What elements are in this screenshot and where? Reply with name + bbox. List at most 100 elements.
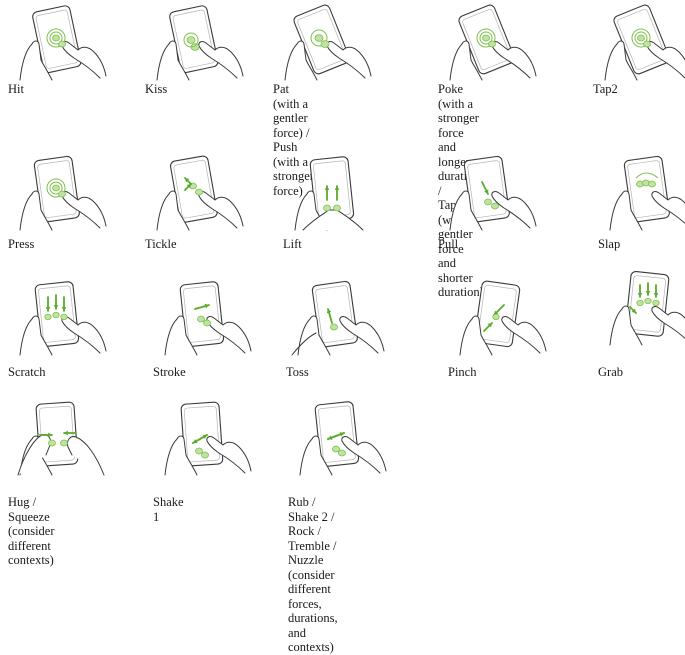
phone-group	[179, 281, 225, 347]
gesture-label: Slap	[598, 237, 621, 251]
impact-ring	[479, 31, 493, 45]
gesture-label: Press	[8, 237, 35, 251]
fingertip-contact	[197, 315, 205, 323]
hand-kiss-icon	[156, 5, 244, 81]
green-arrow-head	[324, 186, 330, 190]
green-arrow-head	[487, 323, 492, 328]
gesture-label: Pull	[438, 237, 459, 251]
fingertip-contact	[332, 445, 340, 453]
lifting-hand	[302, 209, 364, 231]
fingertip-contact	[648, 180, 656, 188]
green-arrow-head	[631, 308, 636, 313]
gesture-label: Shake 1	[153, 495, 184, 524]
green-arrow-head	[645, 291, 651, 295]
phone-screen	[627, 160, 667, 219]
phone-screen	[318, 405, 356, 463]
fingertip-contact	[58, 40, 66, 48]
fingertip-contact	[338, 449, 346, 457]
fingertip-contact	[52, 311, 60, 319]
acting-hand	[198, 41, 244, 79]
green-arrow-head	[494, 310, 499, 315]
hand-stroke-icon	[164, 281, 252, 356]
holding-hand	[299, 435, 333, 476]
hand-toss-icon	[291, 280, 385, 356]
holding-hand	[164, 315, 198, 356]
fingertip-contact	[44, 313, 52, 321]
hand-pull-icon	[449, 155, 537, 231]
gesture-label: Hug / Squeeze (consider different contex…	[8, 495, 55, 567]
fingertip-contact	[320, 40, 330, 48]
fingertip-contact	[330, 323, 338, 331]
green-arrow-head	[48, 432, 52, 438]
hand-tap-icon	[604, 4, 685, 81]
fingertip-contact	[637, 34, 645, 42]
green-arrow-head	[61, 307, 67, 311]
fingertip-contact	[488, 40, 496, 48]
acting-hand	[651, 306, 685, 339]
holding-finger	[291, 332, 317, 356]
acting-hand	[501, 316, 547, 354]
phone-screen	[183, 405, 220, 463]
hand-scratch-icon	[19, 281, 107, 356]
phone-screen	[297, 8, 347, 70]
phone-screen	[315, 285, 355, 344]
holding-hand	[459, 315, 493, 356]
fingertip-contact	[195, 447, 203, 455]
green-arrow-head	[637, 293, 643, 297]
green-arrow-head	[185, 178, 190, 183]
holding-hand	[297, 315, 331, 356]
impact-ring	[49, 181, 63, 195]
fingertip-contact	[203, 319, 211, 327]
phone-screen	[173, 159, 215, 219]
phone-screen	[617, 8, 667, 70]
fingertip-contact	[644, 297, 652, 305]
hand-rub-icon	[299, 401, 387, 476]
green-arrow-head	[64, 430, 68, 436]
fingertip-contact	[52, 34, 60, 42]
fingertip-contact	[186, 36, 196, 44]
fingertip-contact	[491, 202, 499, 210]
acting-hand	[206, 316, 252, 354]
acting-hand	[326, 41, 372, 79]
impact-ring	[631, 28, 651, 48]
phone-screen	[183, 285, 221, 343]
acting-hand	[651, 191, 685, 224]
green-arrow-head	[45, 307, 51, 311]
holding-hand	[19, 190, 53, 231]
gesture-label: Grab	[598, 365, 623, 379]
fingertip-contact	[60, 439, 68, 447]
fingertip-contact	[58, 190, 66, 198]
hand-lift-icon	[294, 156, 364, 231]
fingertip-contact	[201, 451, 209, 459]
hand-hug-icon	[17, 401, 105, 476]
gesture-label: Rub / Shake 2 / Rock / Tremble / Nuzzle …	[288, 495, 338, 654]
holding-hand	[19, 315, 53, 356]
fingertip-contact	[52, 184, 60, 192]
impact-ring	[49, 31, 63, 45]
acting-hand	[341, 436, 387, 474]
acting-hand	[339, 316, 385, 354]
phone-outline	[180, 401, 224, 467]
hand-shake-icon	[164, 401, 252, 476]
green-arrow-head	[186, 184, 191, 189]
fingertip-contact	[643, 40, 651, 48]
phone-screen	[35, 9, 78, 69]
green-arrow-head	[484, 189, 489, 194]
hand-slap-icon	[609, 155, 685, 231]
phone-outline	[314, 401, 360, 467]
fingertip-contact	[60, 313, 68, 321]
phone-screen	[37, 160, 77, 219]
green-arrow-head	[653, 293, 659, 297]
green-arrow-head	[328, 435, 333, 440]
holding-hand	[19, 40, 53, 81]
gesture-label: Tap2	[593, 82, 618, 96]
phone-screen	[38, 285, 76, 343]
holding-hand	[156, 190, 190, 231]
gesture-label: Pat (with a gentler force) / Push (with …	[273, 82, 314, 198]
hand-hit-icon	[19, 5, 107, 81]
impact-ring	[46, 178, 66, 198]
gesture-label: Kiss	[145, 82, 168, 96]
gesture-label: Toss	[286, 365, 309, 379]
hand-press-icon	[19, 155, 107, 231]
holding-hand	[604, 40, 638, 81]
